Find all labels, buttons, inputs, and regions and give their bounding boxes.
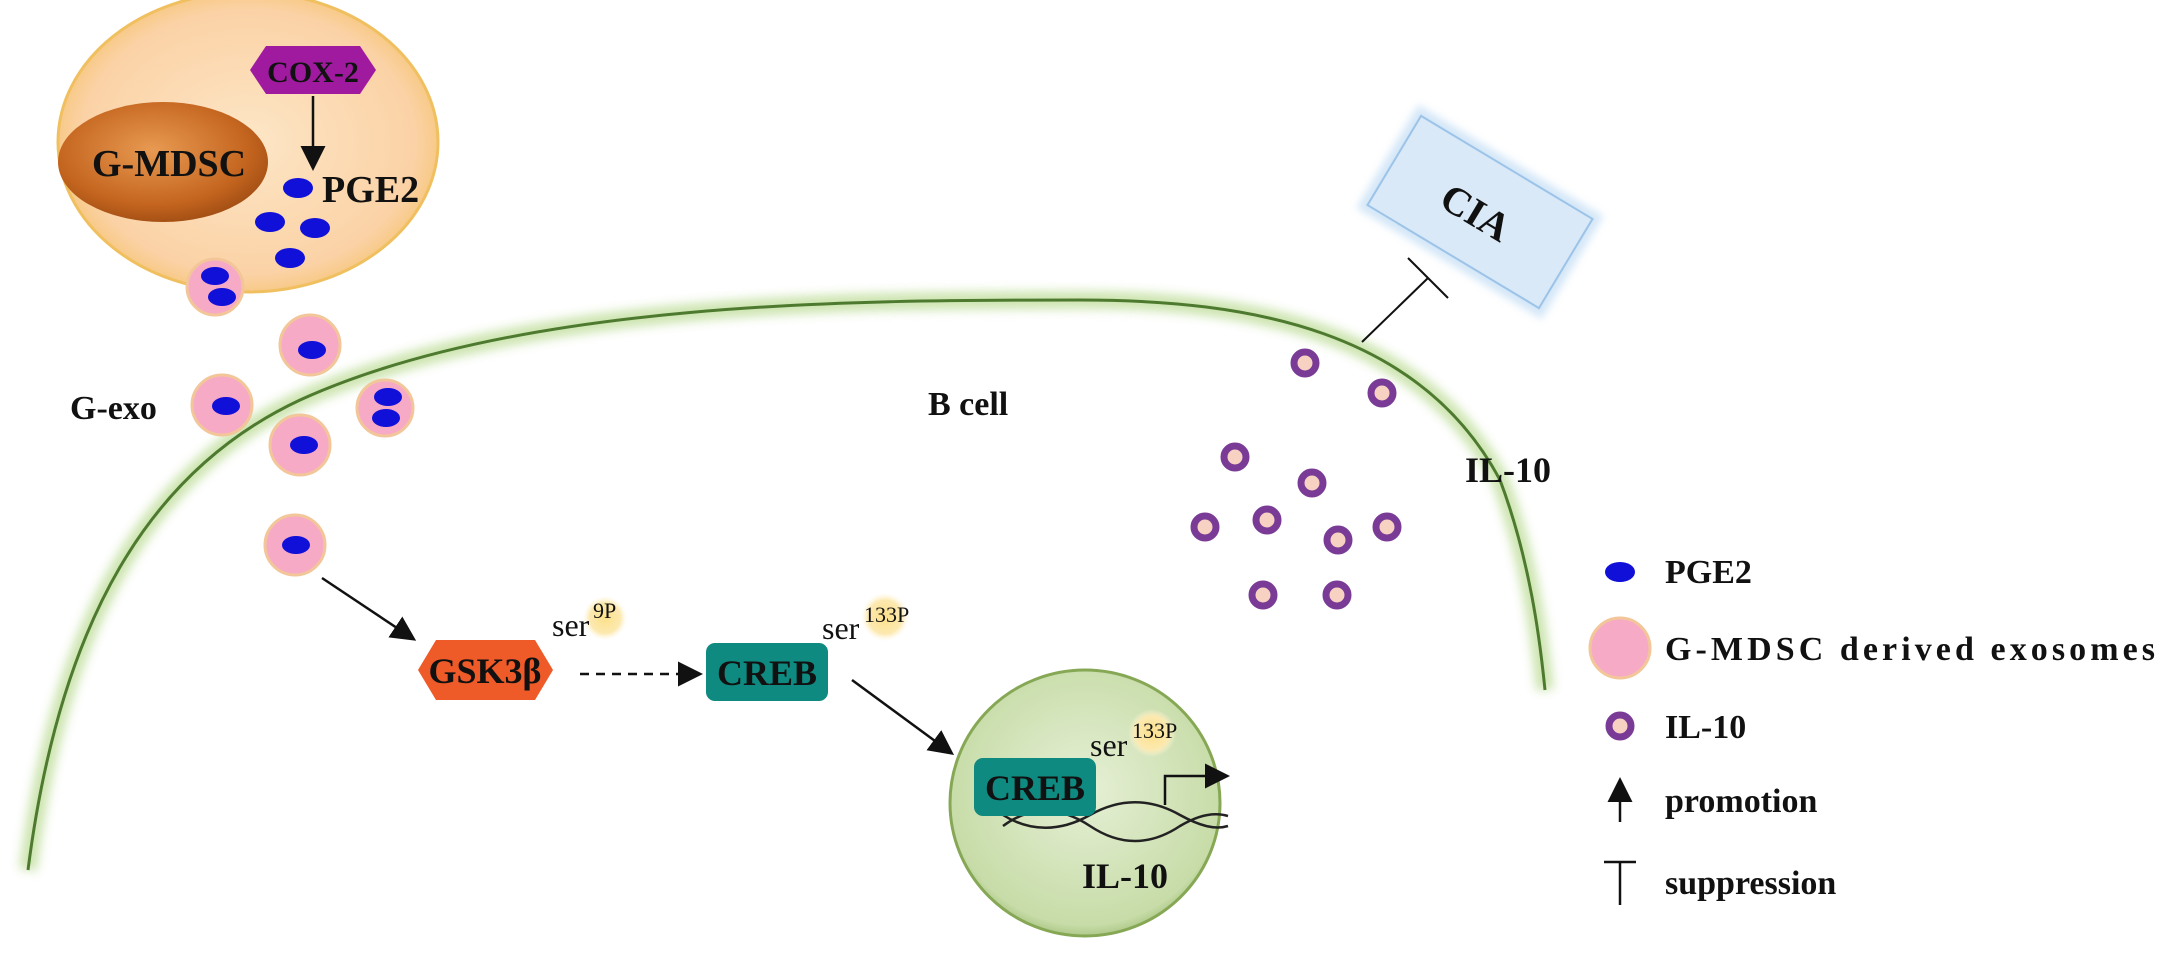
legend-item-il10: IL-10: [1605, 709, 1746, 746]
exosome: [190, 373, 254, 437]
il10-molecule: [1367, 378, 1397, 408]
creb-nucleus-phospho-glow: [1128, 709, 1176, 757]
exosome: [185, 257, 245, 317]
legend-exosome-symbol: [1588, 616, 1652, 680]
dna-strand: [1002, 801, 1229, 829]
gmdsc-nucleus: [58, 102, 268, 222]
il10-molecule: [1220, 442, 1250, 472]
il10-molecule: [1372, 512, 1402, 542]
legend-pge2-symbol: [1605, 562, 1635, 582]
il10-nucleus-label: IL-10: [1082, 856, 1168, 896]
il10-suppression-line: [1361, 277, 1429, 343]
gsk3b-hexagon: [418, 640, 553, 700]
legend-il10-label: IL-10: [1665, 709, 1746, 746]
legend-item-promotion: promotion: [1607, 777, 1817, 822]
exosome: [268, 413, 332, 477]
creb-cytoplasm-label: CREB: [717, 653, 817, 693]
creb-nucleus-phospho-label: 133P: [1132, 718, 1177, 743]
il10-outside-label: IL-10: [1465, 450, 1551, 490]
il10-molecule: [1290, 348, 1320, 378]
exosome: [355, 378, 415, 438]
il10-molecule-group: [1190, 348, 1402, 610]
il10-molecule: [1297, 468, 1327, 498]
legend-promotion-label: promotion: [1665, 783, 1817, 820]
cell-membrane: [26, 298, 1547, 871]
gsk-phospho-glow: [583, 596, 627, 640]
creb-nucleus-ser-label: ser: [1090, 727, 1128, 763]
legend-pge2-label: PGE2: [1665, 554, 1752, 591]
g-exo-label: G-exo: [70, 390, 157, 427]
gsk-phospho-label: 9P: [593, 598, 616, 623]
legend-item-exosome: G-MDSC derived exosomes: [1588, 616, 2155, 680]
cia-box: [1356, 104, 1604, 320]
creb-phospho-label: 133P: [864, 602, 909, 627]
legend-il10-symbol: [1605, 711, 1635, 741]
exosome: [263, 513, 327, 577]
il10-molecule: [1323, 525, 1353, 555]
exosome-group: [185, 257, 415, 577]
creb-nucleus-box: [974, 758, 1096, 816]
creb-nucleus-label: CREB: [985, 768, 1085, 808]
cell-membrane-glow: [19, 290, 1554, 872]
transcription-start-arrow: [1163, 763, 1230, 805]
creb-ser-label: ser: [822, 610, 860, 646]
creb-cytoplasm-box: [706, 643, 828, 701]
legend-item-suppression: suppression: [1604, 860, 1836, 905]
b-cell-label: B cell: [928, 386, 1008, 423]
gsk-ser-label: ser: [552, 607, 590, 643]
gsk3b-label: GSK3β: [429, 651, 542, 691]
il10-molecule: [1252, 505, 1282, 535]
il10-molecule: [1322, 580, 1352, 610]
legend-suppression-label: suppression: [1665, 865, 1836, 902]
legend-exosome-label: G-MDSC derived exosomes: [1665, 631, 2155, 668]
pge2-molecule: [300, 218, 330, 238]
pge2-molecule: [275, 248, 305, 268]
pge2-label: PGE2: [322, 169, 419, 211]
pge2-molecule: [283, 178, 313, 198]
legend: PGE2 G-MDSC derived exosomes IL-10 promo…: [1588, 554, 2155, 905]
exosome: [278, 313, 342, 377]
creb-phospho-glow: [861, 593, 909, 641]
cox2-hexagon: [250, 46, 376, 94]
legend-item-pge2: PGE2: [1605, 554, 1752, 591]
il10-molecule: [1190, 512, 1220, 542]
il10-molecule: [1248, 580, 1278, 610]
creb-to-nucleus-arrow: [851, 678, 955, 755]
pge2-molecule: [255, 212, 285, 232]
cox2-label: COX-2: [267, 56, 359, 89]
il10-suppression-bar: [1407, 257, 1449, 299]
gmdsc-cell: G-MDSC COX-2 PGE2: [56, 0, 440, 294]
gmdsc-label: G-MDSC: [92, 143, 246, 185]
exosome-to-gsk3b-arrow: [321, 576, 417, 641]
